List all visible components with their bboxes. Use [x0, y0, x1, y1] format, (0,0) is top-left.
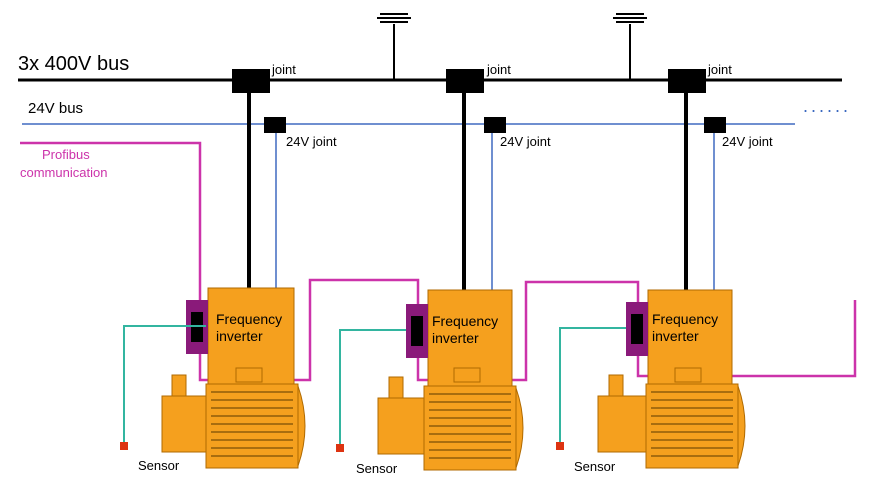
motor-fins [429, 393, 511, 459]
bus-400v-label: 3x 400V bus [18, 53, 129, 75]
profibus-label: Profibus communication [20, 147, 107, 180]
joint-label: joint [271, 62, 296, 77]
terminal-box [453, 367, 481, 383]
drive-unit-2: joint 24V joint Frequency inverter Senso… [336, 62, 551, 476]
sensor [120, 442, 128, 450]
profibus-label-line2: communication [20, 165, 107, 180]
drive-unit-3: joint 24V joint Frequency inverter Senso… [556, 62, 773, 474]
joint-block [668, 69, 706, 93]
motor-endcap [737, 385, 746, 467]
joint24-block [484, 117, 506, 133]
joint24-block [704, 117, 726, 133]
joint24-label: 24V joint [722, 134, 773, 149]
joint-label: joint [486, 62, 511, 77]
motor-fins [211, 391, 293, 457]
sensor-label: Sensor [574, 459, 616, 474]
profibus-connector-inner [411, 316, 423, 346]
motor-fins [651, 391, 733, 457]
antenna-2 [613, 13, 647, 80]
sensor-label: Sensor [356, 461, 398, 476]
encoder-cap [171, 374, 187, 397]
bus-24v: 24V bus ...... [22, 96, 851, 125]
bus-continuation-dots: ...... [803, 96, 851, 116]
sensor-wire [123, 325, 206, 444]
inverter-label-line1: Frequency [652, 311, 718, 327]
profibus-label-line1: Profibus [42, 147, 90, 162]
sensor [336, 444, 344, 452]
motor-endcap [515, 387, 524, 469]
inverter-label-line2: inverter [652, 328, 699, 344]
drive-unit-1: joint 24V joint Frequency inverter Senso… [120, 62, 337, 473]
joint24-block [264, 117, 286, 133]
antenna-1 [377, 13, 411, 80]
inverter-label-line2: inverter [216, 328, 263, 344]
bus-24v-label: 24V bus [28, 100, 83, 117]
encoder-housing [161, 395, 207, 453]
sensor-wire [559, 327, 626, 444]
joint24-label: 24V joint [286, 134, 337, 149]
encoder-housing [597, 395, 647, 453]
inverter-label-line2: inverter [432, 330, 479, 346]
motor-endcap [297, 385, 306, 467]
terminal-box [674, 367, 702, 383]
profibus-line [20, 141, 857, 382]
joint-block [232, 69, 270, 93]
inverter-label-line1: Frequency [432, 313, 498, 329]
sensor-wire [339, 329, 406, 446]
encoder-housing [377, 397, 425, 455]
profibus-connector-inner [631, 314, 643, 344]
encoder-cap [388, 376, 404, 399]
sensor-label: Sensor [138, 458, 180, 473]
joint24-label: 24V joint [500, 134, 551, 149]
joint-block [446, 69, 484, 93]
terminal-box [235, 367, 263, 383]
encoder-cap [608, 374, 624, 397]
inverter-label-line1: Frequency [216, 311, 282, 327]
sensor [556, 442, 564, 450]
motor-body [205, 383, 299, 469]
joint-label: joint [707, 62, 732, 77]
motor-body [423, 385, 517, 471]
motor-body [645, 383, 739, 469]
